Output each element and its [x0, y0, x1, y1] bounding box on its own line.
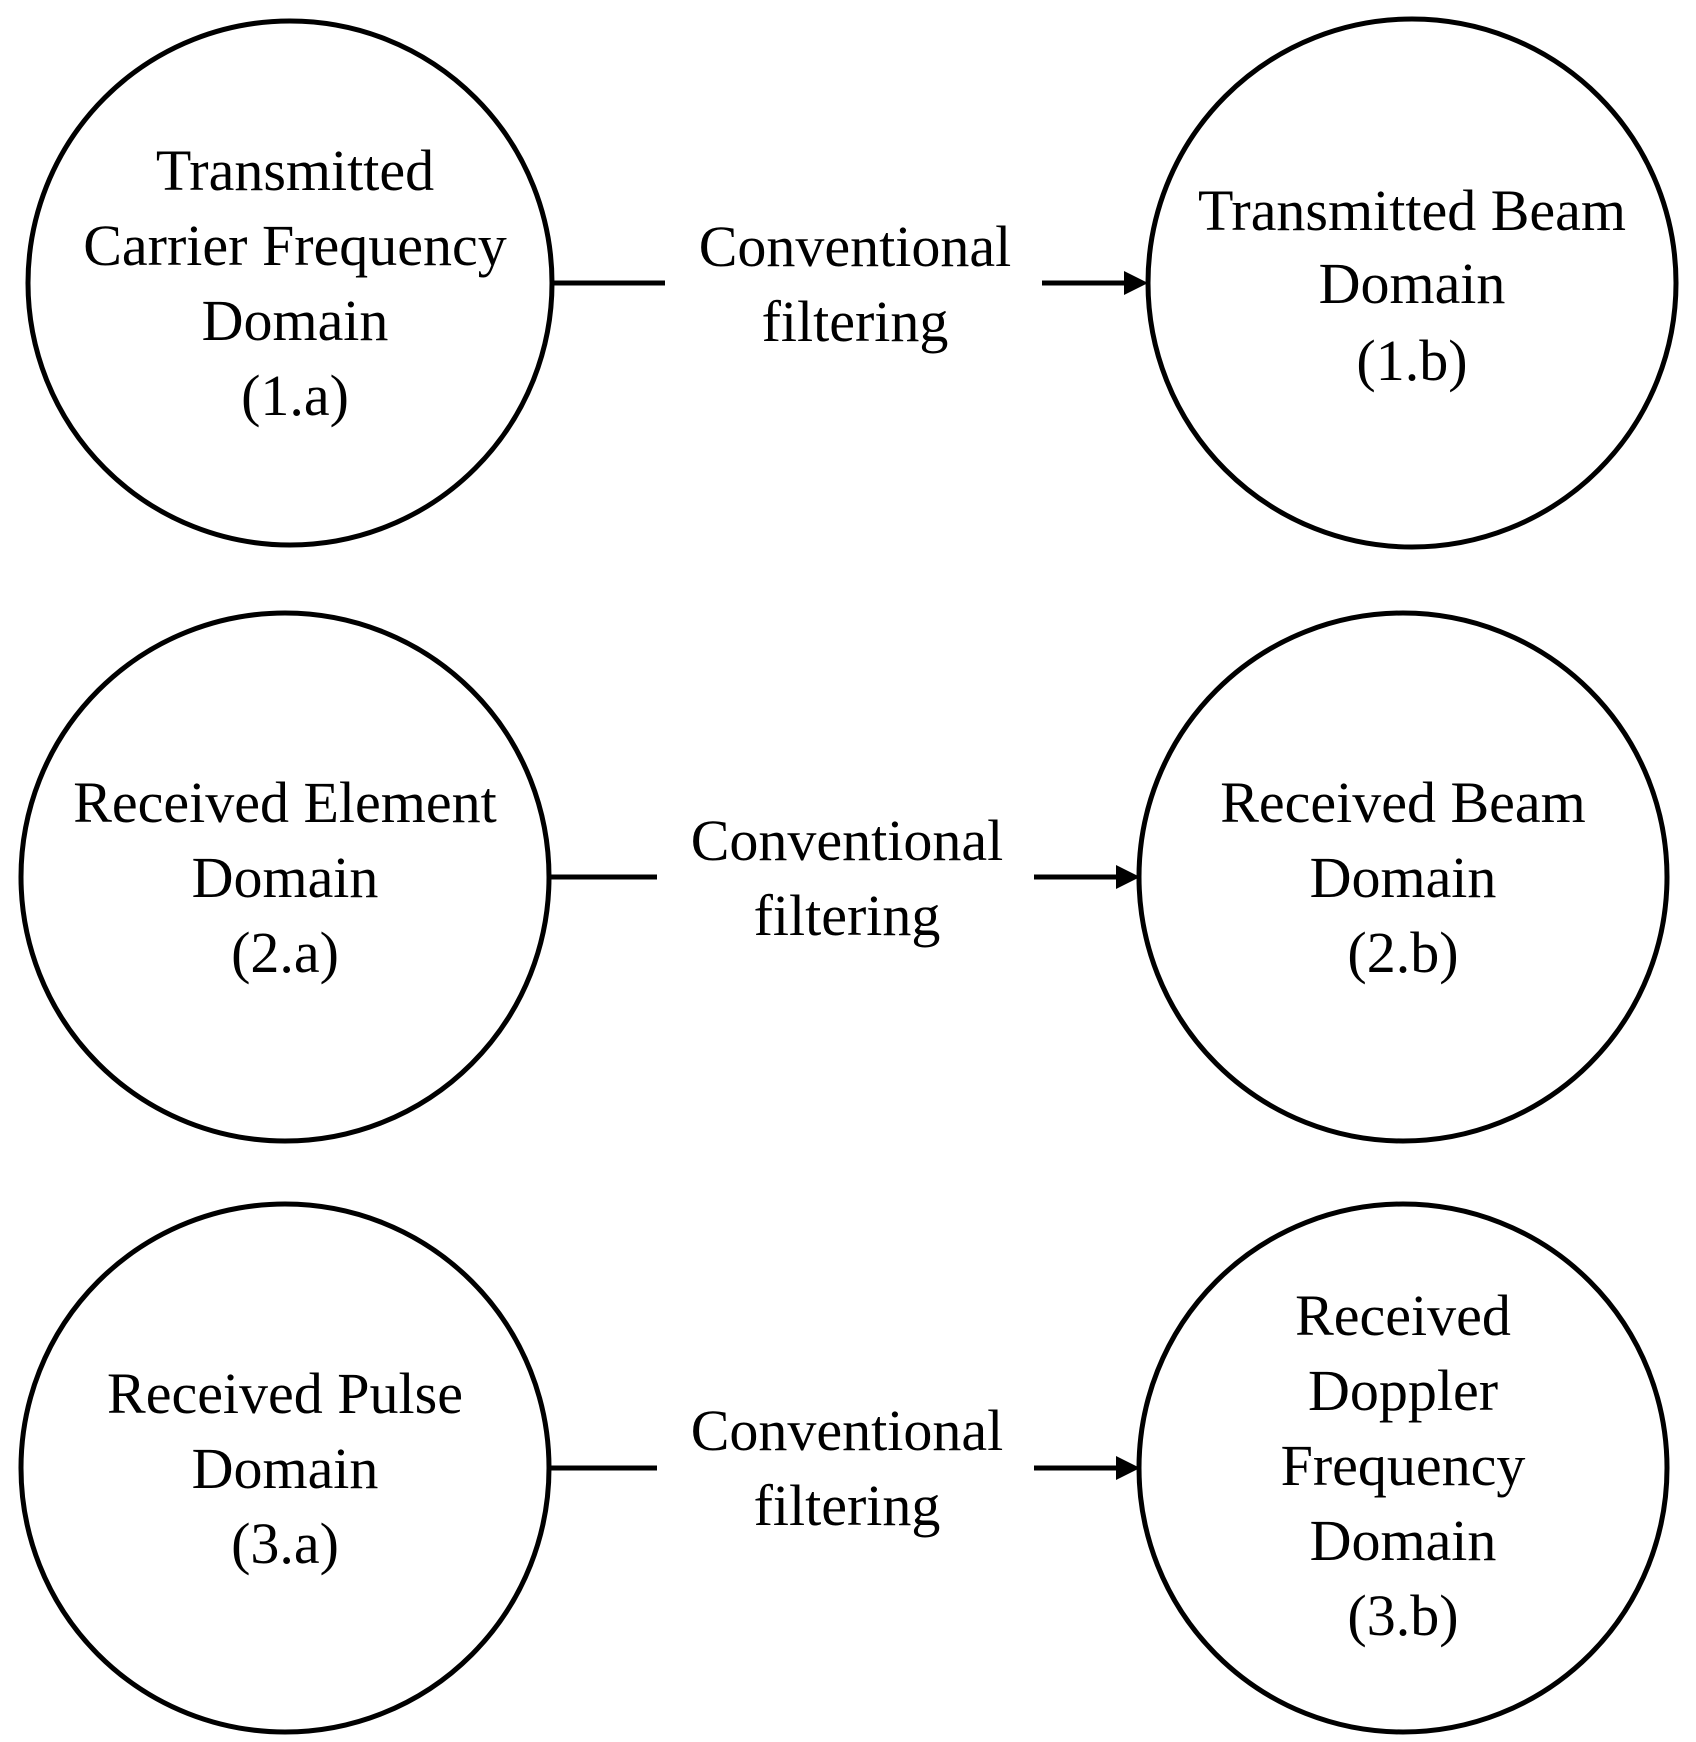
- node-received-doppler-frequency-domain: Received Doppler Frequency Domain (3.b): [1136, 1201, 1670, 1735]
- edge-2a-to-2b: Conventional filtering: [549, 808, 1140, 948]
- arrowhead-icon: [1116, 865, 1140, 889]
- node-label-line: (1.a): [241, 363, 349, 428]
- edge-label-line-2: filtering: [762, 289, 949, 354]
- node-circle: [1136, 1201, 1670, 1735]
- node-label-line: Domain: [192, 1436, 379, 1501]
- node-label-line: (1.b): [1356, 328, 1467, 393]
- node-label-line: (2.a): [231, 920, 339, 985]
- edge-label-line-1: Conventional: [691, 1398, 1004, 1463]
- node-label-line: Domain: [192, 845, 379, 910]
- node-label-line: Transmitted Beam: [1198, 178, 1626, 243]
- edge-label-line-2: filtering: [754, 1473, 941, 1538]
- node-circle: [18, 610, 552, 1144]
- node-label-line: (3.a): [231, 1511, 339, 1576]
- node-received-beam-domain: Received Beam Domain (2.b): [1136, 610, 1670, 1144]
- node-received-element-domain: Received Element Domain (2.a): [18, 610, 552, 1144]
- edge-label-line-1: Conventional: [691, 808, 1004, 873]
- edge-label-line-1: Conventional: [699, 214, 1012, 279]
- edge-3a-to-3b: Conventional filtering: [549, 1398, 1140, 1538]
- node-label-line: Received Pulse: [107, 1361, 463, 1426]
- node-circle: [1136, 610, 1670, 1144]
- node-label-line: Domain: [1319, 251, 1506, 316]
- node-label-line: Doppler: [1308, 1358, 1498, 1423]
- arrowhead-icon: [1124, 271, 1148, 295]
- node-label-line: Domain: [1310, 845, 1497, 910]
- node-label-line: Carrier Frequency: [83, 213, 507, 278]
- node-received-pulse-domain: Received Pulse Domain (3.a): [18, 1201, 552, 1735]
- node-label-line: Frequency: [1281, 1433, 1526, 1498]
- node-label-line: (2.b): [1347, 920, 1458, 985]
- node-circle: [1145, 16, 1679, 550]
- node-label-line: Domain: [1310, 1508, 1497, 1573]
- node-label-line: Received: [1295, 1283, 1511, 1348]
- node-label-line: Transmitted: [156, 138, 434, 203]
- node-circle: [18, 1201, 552, 1735]
- edge-label-line-2: filtering: [754, 883, 941, 948]
- node-transmitted-carrier-frequency-domain: Transmitted Carrier Frequency Domain (1.…: [25, 18, 555, 548]
- node-transmitted-beam-domain: Transmitted Beam Domain (1.b): [1145, 16, 1679, 550]
- node-label-line: Received Beam: [1220, 770, 1586, 835]
- node-circle: [25, 18, 555, 548]
- edge-1a-to-1b: Conventional filtering: [553, 214, 1148, 354]
- arrowhead-icon: [1116, 1456, 1140, 1480]
- node-label-line: (3.b): [1347, 1583, 1458, 1648]
- node-label-line: Received Element: [73, 770, 497, 835]
- node-label-line: Domain: [202, 288, 389, 353]
